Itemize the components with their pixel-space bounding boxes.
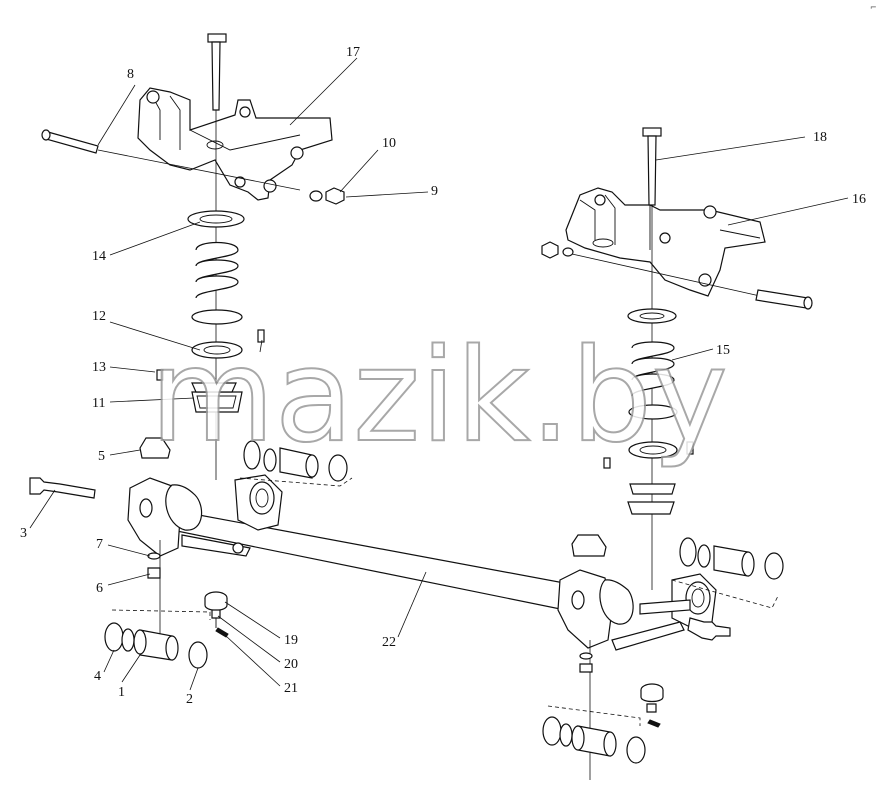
callout-11: 11 [92,396,105,411]
callout-1: 1 [118,685,125,700]
axle-tube [165,508,576,613]
right-pin [755,289,813,310]
watermark-text: mazik.by [150,322,728,471]
right-nut-washer [541,241,761,297]
right-spring-assembly [603,308,694,469]
callout-21: 21 [284,681,298,696]
callout-9: 9 [431,184,438,199]
right-stub-axle [687,617,731,641]
left-upper-bracket [137,87,333,201]
callout-10: 10 [382,136,396,151]
callout-19: 19 [284,633,298,648]
left-upper-bushings [239,440,353,487]
right-lower-bolt [579,640,593,780]
callout-4: 4 [94,669,101,684]
right-upper-bracket [565,187,766,297]
callout-6: 6 [96,581,103,596]
right-bump-stop [571,534,607,557]
left-plate [191,382,243,413]
left-vertical-bolt [207,33,227,480]
left-lower-bolt [147,540,161,640]
callout-labels: 1 2 3 4 5 6 7 8 9 10 11 12 13 14 15 16 1… [20,45,866,707]
corner-mark: ⌐ [870,3,877,12]
callout-18: 18 [813,130,827,145]
pin-part-8 [41,129,301,191]
callout-14: 14 [92,249,106,264]
callout-7: 7 [96,537,103,552]
right-buffer-bolt [640,683,664,728]
left-buffer-bolt [204,591,229,638]
left-bump-stop [139,437,171,459]
callout-12: 12 [92,309,106,324]
left-arm-bracket [127,474,283,557]
left-spring-assembly [156,210,265,381]
right-arm-bracket [557,569,717,651]
left-nut-washer [309,187,345,205]
callout-5: 5 [98,449,105,464]
left-stub-axle [29,477,96,499]
right-lower-bushings [542,705,646,764]
leader-lines [29,57,849,691]
callout-22: 22 [382,635,396,650]
callout-20: 20 [284,657,298,672]
left-lower-bushings [104,609,211,669]
callout-3: 3 [20,526,27,541]
callout-8: 8 [127,67,134,82]
callout-15: 15 [716,343,730,358]
callout-13: 13 [92,360,106,375]
callout-2: 2 [186,692,193,707]
callout-16: 16 [852,192,866,207]
right-vertical-bolt [642,127,662,590]
right-plates [627,483,676,515]
right-upper-bushings [671,537,784,609]
callout-17: 17 [346,45,360,60]
